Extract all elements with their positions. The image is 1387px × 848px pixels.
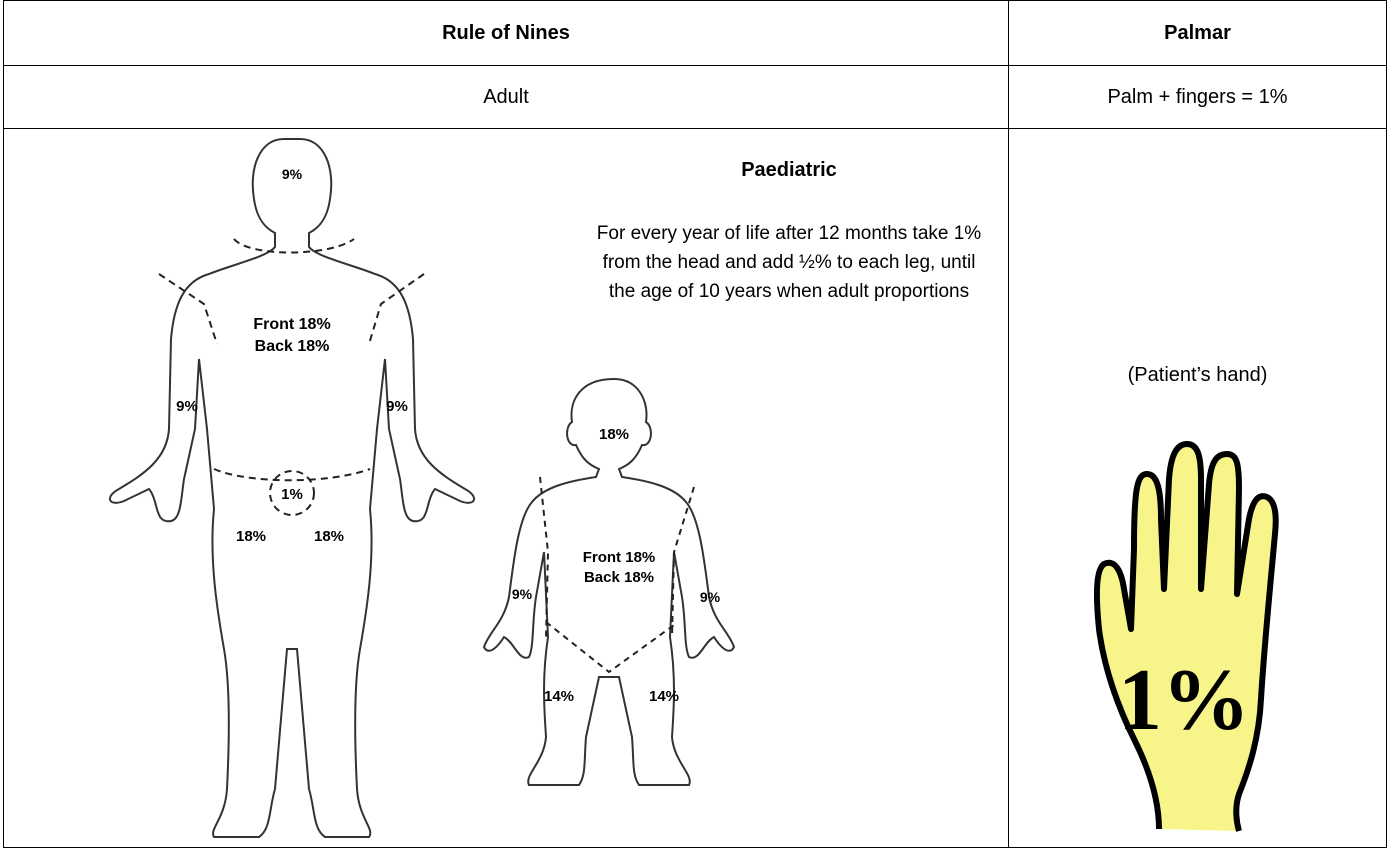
adult-arm-right-percent: 9% bbox=[386, 398, 408, 415]
adult-leg-left-percent: 18% bbox=[236, 528, 266, 545]
child-front-percent: Front 18% bbox=[583, 549, 656, 566]
hand-icon: 1% bbox=[1089, 439, 1299, 839]
adult-leg-right-percent: 18% bbox=[314, 528, 344, 545]
label-palm-rule: Palm + fingers = 1% bbox=[1009, 66, 1387, 129]
label-adult: Adult bbox=[4, 66, 1009, 129]
child-body-diagram: 18% Front 18% Back 18% 9% 9% 14% 14% bbox=[474, 377, 764, 797]
child-arm-right-percent: 9% bbox=[700, 589, 721, 605]
palmar-figure-cell: (Patient’s hand) 1% bbox=[1009, 129, 1387, 848]
adult-groin-percent: 1% bbox=[281, 486, 303, 503]
child-leg-right-percent: 14% bbox=[649, 688, 679, 705]
adult-back-percent: Back 18% bbox=[255, 338, 330, 355]
hand-outline bbox=[1097, 444, 1276, 831]
burns-table: Rule of Nines Palmar Adult Palm + finger… bbox=[3, 0, 1387, 848]
paediatric-description: For every year of life after 12 months t… bbox=[589, 219, 989, 306]
child-head-percent: 18% bbox=[599, 426, 629, 443]
adult-head-percent: 9% bbox=[282, 166, 303, 182]
header-rule-of-nines: Rule of Nines bbox=[4, 1, 1009, 66]
header-palmar: Palmar bbox=[1009, 1, 1387, 66]
patient-hand-caption: (Patient’s hand) bbox=[1009, 364, 1386, 387]
adult-front-percent: Front 18% bbox=[253, 316, 330, 333]
paediatric-title: Paediatric bbox=[579, 159, 999, 182]
child-back-percent: Back 18% bbox=[584, 569, 654, 586]
hand-percent-label: 1% bbox=[1118, 652, 1250, 749]
adult-arm-left-percent: 9% bbox=[176, 398, 198, 415]
child-leg-left-percent: 14% bbox=[544, 688, 574, 705]
rule-of-nines-figures-cell: 9% Front 18% Back 18% 9% 9% 1% 18% 18% bbox=[4, 129, 1009, 848]
child-arm-left-percent: 9% bbox=[512, 586, 533, 602]
